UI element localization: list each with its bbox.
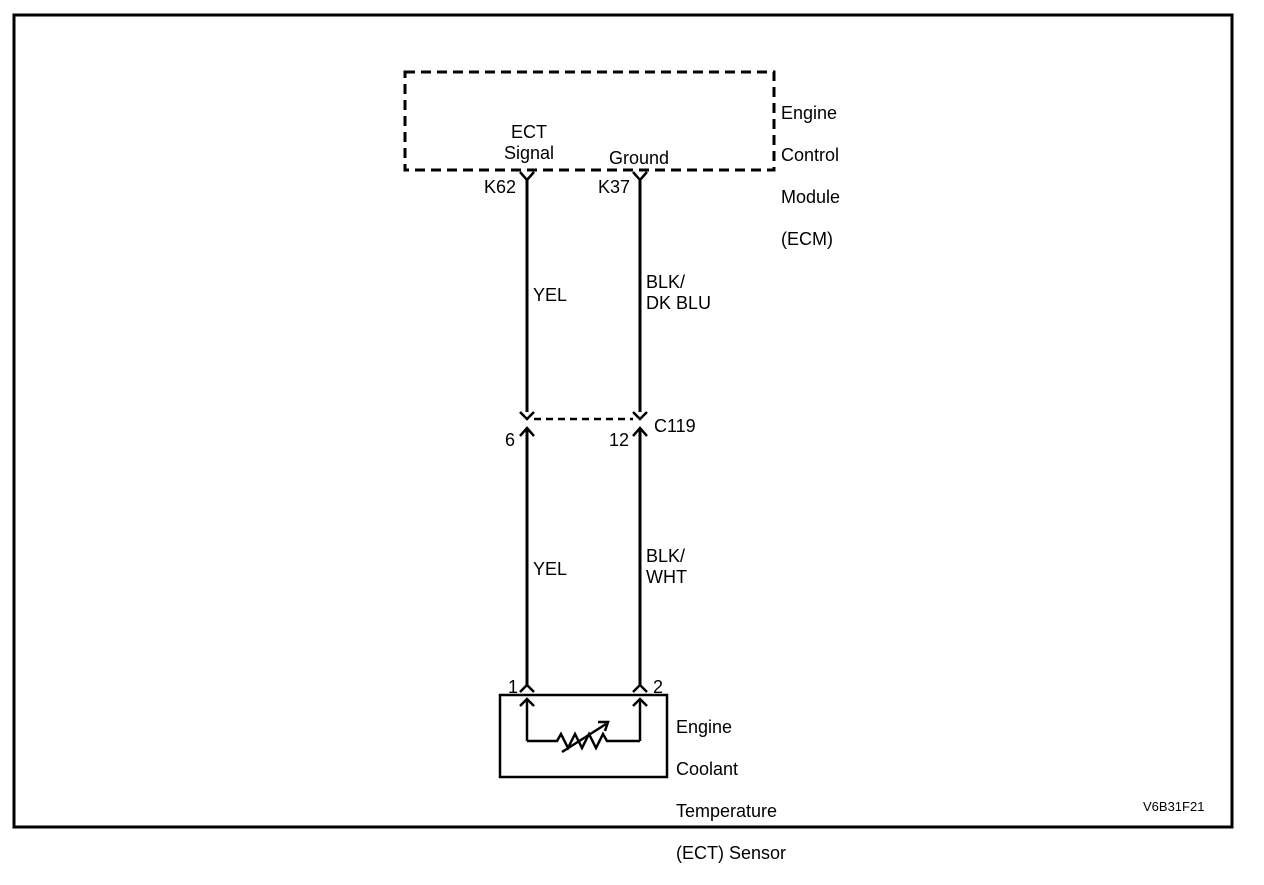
ect-signal-pin-label: ECT Signal — [503, 122, 555, 163]
sensor-pin2-terminal-top — [632, 683, 648, 693]
ect-sensor-label-line-3: Temperature — [676, 801, 778, 821]
c119-pin-12: 12 — [609, 430, 630, 450]
wire-signal-upper-color: YEL — [533, 285, 568, 305]
ect-sensor-label-line-4: (ECT) Sensor — [676, 843, 787, 863]
c119-pin-6: 6 — [505, 430, 516, 450]
ecm-pin-k37: K37 — [598, 177, 631, 197]
diagram-border — [12, 13, 1234, 829]
wire-signal-lower-color: YEL — [533, 559, 568, 579]
ecm-pin-k62-terminal — [519, 171, 535, 182]
ecm-label-line-3: Module — [781, 187, 841, 207]
ect-sensor-label: Engine Coolant Temperature (ECT) Sensor — [676, 696, 786, 885]
c119-pin12-upper-terminal — [632, 411, 648, 421]
wiring-diagram — [12, 13, 1234, 829]
ecm-label: Engine Control Module (ECM) — [781, 82, 840, 271]
sensor-pin-2: 2 — [653, 677, 664, 697]
ecm-label-line-4: (ECM) — [781, 229, 833, 249]
sensor-pin-1: 1 — [508, 677, 519, 697]
ecm-pin-k62: K62 — [484, 177, 517, 197]
ect-sensor-label-line-1: Engine — [676, 717, 733, 737]
ect-sensor-label-line-2: Coolant — [676, 759, 739, 779]
connector-c119-label: C119 — [654, 416, 696, 436]
ecm-pin-k37-terminal — [632, 171, 648, 182]
c119-pin6-upper-terminal — [519, 411, 535, 421]
sensor-pin1-terminal-top — [519, 683, 535, 693]
figure-id: V6B31F21 — [1143, 799, 1205, 814]
thermistor-icon — [527, 720, 640, 754]
ecm-label-line-1: Engine — [781, 103, 838, 123]
wire-ground-lower-color: BLK/ WHT — [646, 546, 687, 587]
ecm-label-line-2: Control — [781, 145, 840, 165]
ground-pin-label: Ground — [609, 148, 670, 168]
ect-sensor-box — [498, 693, 669, 779]
wire-ground-upper-color: BLK/ DK BLU — [646, 272, 712, 313]
ecm-box — [403, 70, 776, 172]
